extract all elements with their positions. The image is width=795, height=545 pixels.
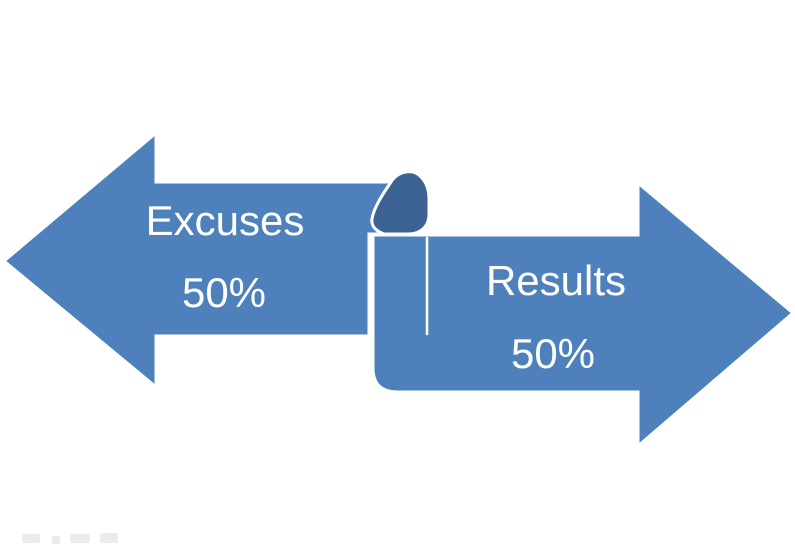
right-arrow-value: 50% [511, 330, 595, 377]
right-arrow-shape [371, 179, 795, 450]
right-arrow-label: Results [486, 257, 626, 304]
left-arrow-shape [1, 129, 394, 391]
left-arrow-label: Excuses [146, 197, 305, 244]
left-arrow-value: 50% [182, 269, 266, 316]
watermark-remnant-marks [22, 533, 118, 544]
fold-underside-shape [370, 170, 431, 236]
